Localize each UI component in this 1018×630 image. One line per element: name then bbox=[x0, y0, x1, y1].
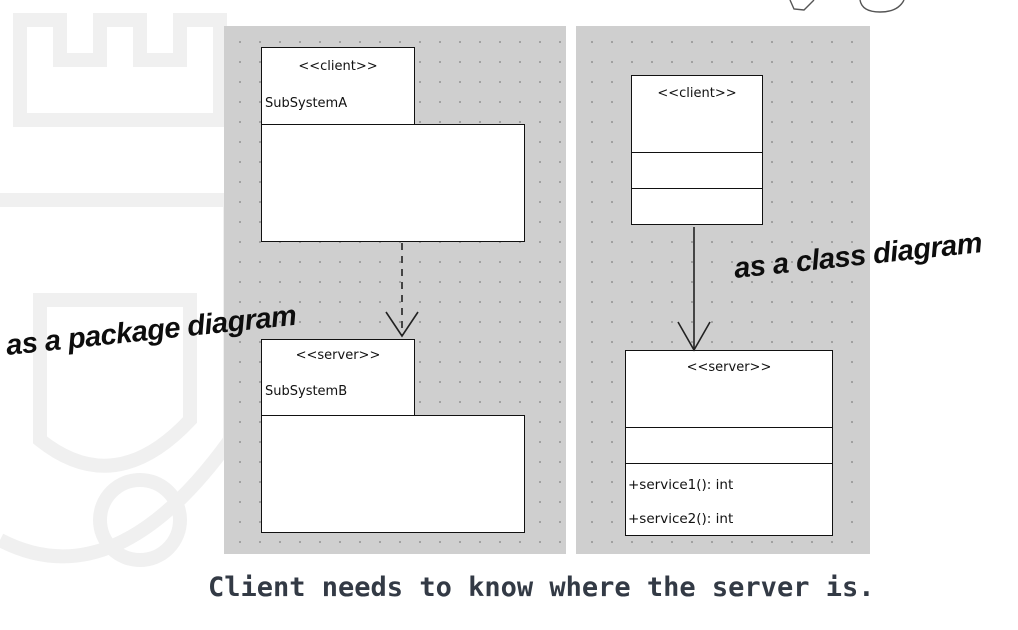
dependency-arrow-head bbox=[385, 311, 419, 338]
server-operation: +service1(): int bbox=[628, 477, 734, 493]
class-diagram-panel: <<client>> <<server>> +service1(): int +… bbox=[576, 26, 870, 554]
association-arrow-head bbox=[677, 321, 711, 352]
server-class-divider bbox=[626, 427, 832, 428]
subsystem-b-name: SubSystemB bbox=[265, 384, 348, 399]
server-operation: +service2(): int bbox=[628, 511, 734, 527]
client-class: <<client>> bbox=[631, 75, 763, 225]
client-class-divider bbox=[632, 152, 762, 153]
subsystem-a-tab: <<client>> SubSystemA bbox=[261, 47, 415, 127]
package-diagram-panel: <<client>> SubSystemA <<server>> SubSyst… bbox=[224, 26, 566, 554]
subsystem-b-stereotype: <<server>> bbox=[295, 348, 381, 363]
logo bbox=[789, 0, 905, 13]
subsystem-a-name: SubSystemA bbox=[265, 96, 348, 111]
subsystem-b-body bbox=[261, 415, 525, 533]
server-class-divider bbox=[626, 463, 832, 464]
client-class-stereotype: <<client>> bbox=[657, 86, 737, 101]
subsystem-b-tab: <<server>> SubSystemB bbox=[261, 339, 415, 419]
client-class-divider bbox=[632, 188, 762, 189]
server-class: <<server>> +service1(): int +service2():… bbox=[625, 350, 833, 536]
subsystem-a-stereotype: <<client>> bbox=[298, 59, 378, 74]
server-class-stereotype: <<server>> bbox=[686, 360, 772, 375]
caption: Client needs to know where the server is… bbox=[208, 572, 875, 603]
subsystem-a-body bbox=[261, 124, 525, 242]
